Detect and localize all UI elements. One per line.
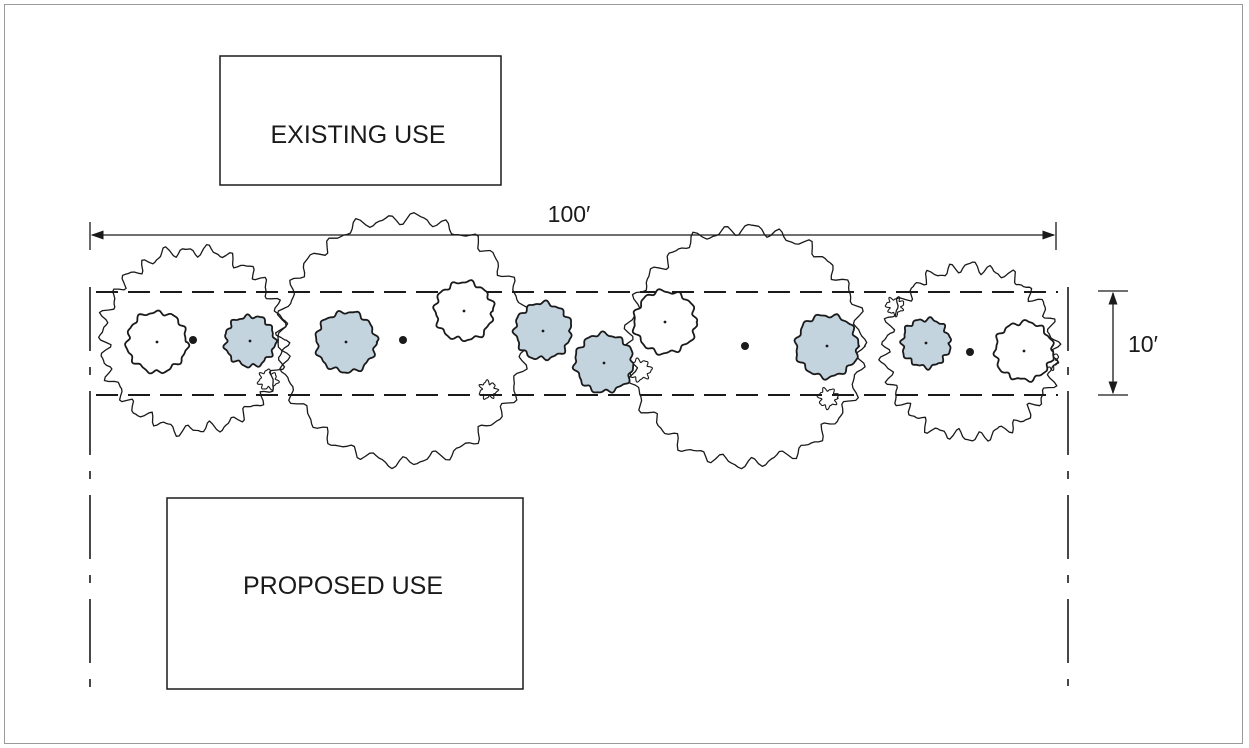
tree-center-dot xyxy=(1022,349,1026,353)
existing-trunk-dot xyxy=(741,342,749,350)
proposed-use-label: PROPOSED USE xyxy=(243,572,443,600)
tree-center-dot xyxy=(924,341,928,345)
depth-dimension-label: 10′ xyxy=(1128,331,1158,357)
canopy-fragment xyxy=(884,296,905,318)
existing-trunk-dot xyxy=(966,348,974,356)
canopy-fragment xyxy=(478,379,500,400)
existing-use-label: EXISTING USE xyxy=(270,121,445,149)
existing-use-area: EXISTING USE xyxy=(219,55,502,186)
existing-canopy-outline xyxy=(97,243,291,437)
existing-trunk-dot xyxy=(189,336,197,344)
tree-center-dot xyxy=(602,361,606,365)
tree-center-dot xyxy=(248,339,252,343)
width-dimension: 100′ xyxy=(89,201,1057,250)
tree-layer xyxy=(124,279,1055,394)
existing-use-box xyxy=(219,55,502,186)
canopy-fragment xyxy=(816,386,840,411)
existing-canopy-outline xyxy=(276,212,530,470)
existing-trunk-dot xyxy=(399,336,407,344)
tree-center-dot xyxy=(663,320,667,324)
existing-canopy-outline xyxy=(878,261,1062,442)
tree-center-dot xyxy=(541,329,545,333)
canopy-fragment xyxy=(256,368,280,391)
tree-center-dot xyxy=(155,340,159,344)
width-dimension-label: 100′ xyxy=(548,201,591,227)
tree-center-dot xyxy=(344,340,348,344)
proposed-use-box xyxy=(166,497,524,690)
depth-dimension: 10′ xyxy=(1098,290,1158,396)
proposed-use-area: PROPOSED USE xyxy=(166,497,524,690)
tree-center-dot xyxy=(462,309,466,313)
tree-center-dot xyxy=(825,344,829,348)
